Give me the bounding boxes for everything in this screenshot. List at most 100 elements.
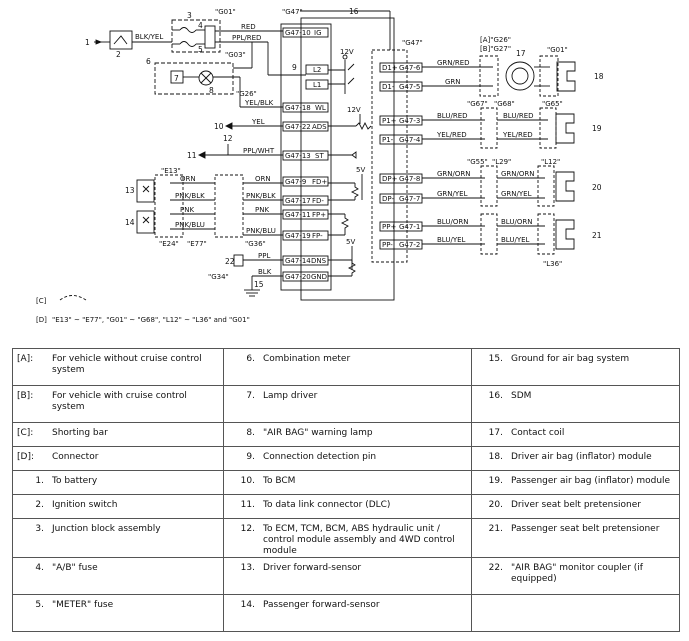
callout-10: 10 bbox=[214, 122, 224, 131]
legend-key: 8. bbox=[246, 428, 255, 438]
legend-text: Ignition switch bbox=[52, 500, 118, 510]
callout-12: 12 bbox=[223, 134, 233, 143]
legend-key: [C]: bbox=[17, 428, 34, 438]
callout-15: 15 bbox=[254, 280, 264, 289]
ref-g47-right: "G47" bbox=[402, 39, 423, 47]
legend-cell: 21.Passenger seat belt pretensioner bbox=[471, 518, 680, 558]
wire-pnk-blu-sdm: PNK/BLU bbox=[246, 227, 276, 235]
legend-cell: 9.Connection detection pin bbox=[223, 446, 472, 471]
passenger-seatbelt-pretensioner bbox=[555, 219, 575, 250]
legend-key: 9. bbox=[246, 452, 255, 462]
legend-cell: 13. Driver forward-sensor bbox=[223, 557, 472, 595]
legend-text: Lamp driver bbox=[263, 391, 318, 401]
pin-l2: L2 bbox=[313, 66, 321, 74]
legend-key: 1. bbox=[35, 476, 44, 486]
legend-key: 11. bbox=[240, 500, 255, 510]
callout-14: 14 bbox=[125, 218, 135, 227]
legend-cell: 7.Lamp driver bbox=[223, 385, 472, 423]
legend-text: To BCM bbox=[263, 476, 296, 486]
pin-p1-plus: P1+ bbox=[382, 117, 397, 125]
callout-19: 19 bbox=[592, 124, 602, 133]
callout-2: 2 bbox=[116, 50, 121, 59]
callout-1: 1 bbox=[85, 38, 90, 47]
driver-airbag-module bbox=[556, 61, 576, 92]
pin-g47-14: G47-14 bbox=[285, 257, 311, 265]
legend-cell: 12.To ECM, TCM, BCM, ABS hydraulic unit … bbox=[223, 518, 472, 558]
junction-block bbox=[171, 19, 221, 53]
pin-dp-minus: DP- bbox=[382, 195, 394, 203]
ref-5v-bottom: 5V bbox=[346, 238, 355, 246]
legend-key: 6. bbox=[246, 354, 255, 364]
ref-12v-top: 12V bbox=[340, 48, 354, 56]
pin-g47-7: G47-7 bbox=[399, 195, 420, 203]
legend-cell: 18.Driver air bag (inflator) module bbox=[471, 446, 680, 471]
legend-cell: 16.SDM bbox=[471, 385, 680, 423]
callout-8: 8 bbox=[209, 86, 214, 95]
legend-cell: [B]:For vehicle with cruise control syst… bbox=[12, 385, 224, 423]
legend-text: Driver forward-sensor bbox=[263, 563, 362, 573]
legend-text: "AIR BAG" monitor coupler (if equipped) bbox=[511, 563, 643, 584]
wire-yel-blk: YEL/BLK bbox=[244, 99, 274, 107]
legend-key: 3. bbox=[35, 524, 44, 534]
legend-text: To battery bbox=[52, 476, 98, 486]
wire-pnk-blk-sensor: PNK/BLK bbox=[175, 192, 205, 200]
legend-cell: [A]:For vehicle without cruise control s… bbox=[12, 348, 224, 386]
pin-l1: L1 bbox=[313, 81, 321, 89]
airbag-wiring-diagram: 1 2 3 4 5 6 7 8 9 10 11 12 13 14 15 16 1… bbox=[36, 7, 604, 324]
legend-cell: 8."AIR BAG" warning lamp bbox=[223, 422, 472, 447]
legend-cell: [C]:Shorting bar bbox=[12, 422, 224, 447]
pin-g47-10: G47-10 bbox=[285, 29, 311, 37]
legend-key: 13. bbox=[240, 563, 255, 573]
legend-cell: 10. To BCM bbox=[223, 470, 472, 495]
note-c-tag: [C] bbox=[36, 297, 47, 305]
legend-text: Contact coil bbox=[511, 428, 565, 438]
wire-red: RED bbox=[241, 23, 256, 31]
legend-key: 10. bbox=[240, 476, 255, 486]
pin-g47-3: G47-3 bbox=[399, 117, 420, 125]
wire-grn-yel-left: GRN/YEL bbox=[437, 190, 468, 198]
ref-g34: "G34" bbox=[208, 273, 229, 281]
pin-wl: WL bbox=[315, 104, 326, 112]
legend-text: Passenger seat belt pretensioner bbox=[511, 524, 660, 534]
legend-cell: 4."A/B" fuse bbox=[12, 557, 224, 595]
ref-b-g27: [B]"G27" bbox=[480, 45, 511, 53]
sdm-connector-left bbox=[280, 23, 332, 291]
legend-text: Passenger air bag (inflator) module bbox=[511, 476, 671, 486]
pin-g47-20: G47-20 bbox=[285, 273, 311, 281]
legend-row: [B]:For vehicle with cruise control syst… bbox=[12, 385, 680, 423]
legend-row: [A]:For vehicle without cruise control s… bbox=[12, 348, 680, 386]
pin-g47-8: G47-8 bbox=[399, 175, 420, 183]
pin-fd-minus: FD- bbox=[312, 197, 324, 205]
legend-cell: 2.Ignition switch bbox=[12, 494, 224, 519]
legend-text: Combination meter bbox=[263, 354, 351, 364]
ref-e77: "E77" bbox=[187, 240, 207, 248]
legend-cell: 14.Passenger forward-sensor bbox=[223, 594, 472, 632]
pin-g47-1: G47-1 bbox=[399, 223, 420, 231]
ref-l36: "L36" bbox=[543, 260, 562, 268]
legend-text: Ground for air bag system bbox=[511, 354, 630, 364]
driver-seatbelt-pretensioner bbox=[555, 171, 575, 202]
ref-a-g26: [A]"G26" bbox=[480, 36, 511, 44]
legend-table: [A]:For vehicle without cruise control s… bbox=[12, 348, 680, 632]
wire-orn-sdm: ORN bbox=[255, 175, 271, 183]
legend-key: 22. bbox=[488, 563, 503, 573]
pin-g47-6: G47-6 bbox=[399, 64, 421, 72]
ref-12v-mid: 12V bbox=[347, 106, 361, 114]
pin-g47-11: G47-11 bbox=[285, 211, 311, 219]
wire-blu-orn-right: BLU/ORN bbox=[501, 218, 532, 226]
legend-key: 4. bbox=[35, 563, 44, 573]
ref-g67: "G67" bbox=[467, 100, 488, 108]
legend-key: 17. bbox=[488, 428, 503, 438]
wire-ppl-wht: PPL/WHT bbox=[243, 147, 275, 155]
airbag-monitor-coupler bbox=[233, 254, 244, 267]
callout-13: 13 bbox=[125, 186, 135, 195]
ref-g55: "G55" bbox=[467, 158, 488, 166]
ref-g01: "G01" bbox=[215, 8, 236, 16]
wire-blu-red-right: BLU/RED bbox=[503, 112, 534, 120]
legend-cell: 17. Contact coil bbox=[471, 422, 680, 447]
legend-text: Driver seat belt pretensioner bbox=[511, 500, 641, 510]
callout-22: 22 bbox=[225, 257, 235, 266]
legend-text: Junction block assembly bbox=[52, 524, 161, 534]
ref-g65: "G65" bbox=[542, 100, 563, 108]
